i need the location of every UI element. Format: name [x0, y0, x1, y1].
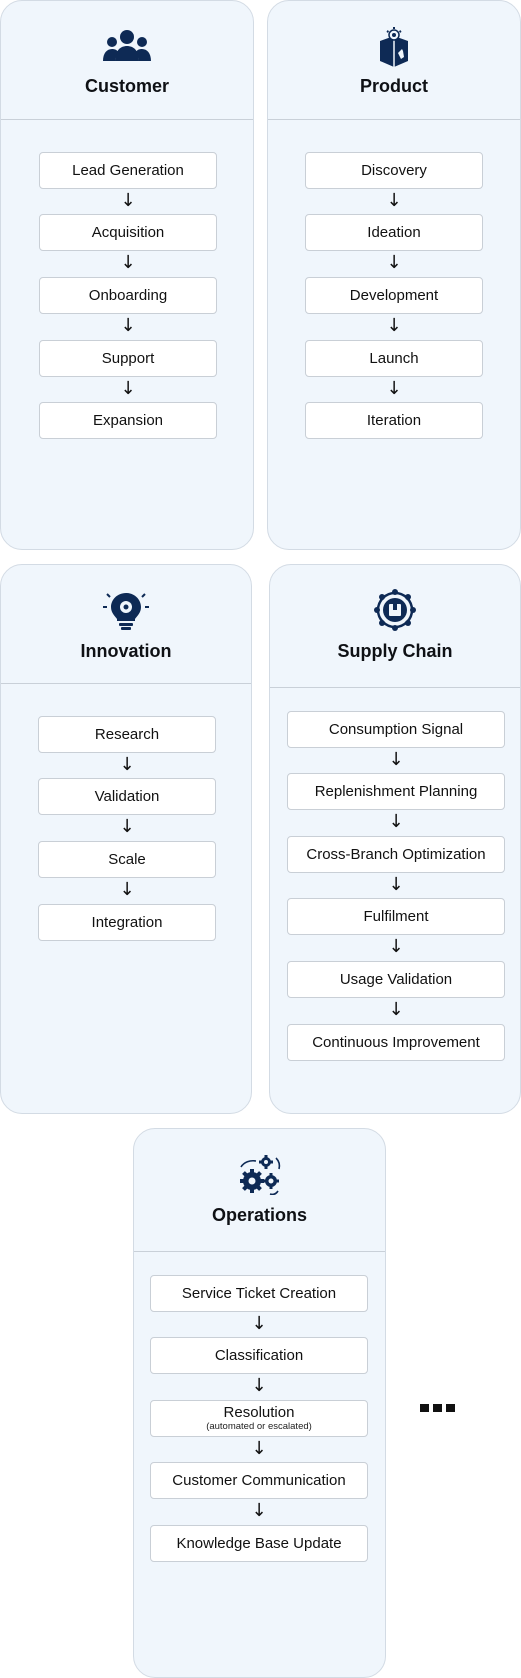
- step-sublabel: (automated or escalated): [206, 1421, 312, 1432]
- people-group-icon: [103, 30, 151, 61]
- product-box-gear-icon: [380, 27, 408, 67]
- arrow-down-icon: ↓: [119, 816, 135, 837]
- gears-cycle-icon: [239, 1155, 280, 1195]
- step-replenishment-planning: Replenishment Planning: [287, 773, 505, 810]
- step-validation: Validation: [38, 778, 216, 815]
- card-title: Operations: [211, 1205, 308, 1225]
- step-discovery: Discovery: [305, 152, 483, 189]
- step-integration: Integration: [38, 904, 216, 941]
- step-classification: Classification: [150, 1337, 368, 1374]
- dot: [433, 1404, 442, 1412]
- arrow-down-icon: ↓: [119, 879, 135, 900]
- divider: [1, 119, 253, 120]
- arrow-down-icon: ↓: [120, 378, 136, 399]
- step-cross-branch-optimization: Cross-Branch Optimization: [287, 836, 505, 873]
- step-resolution: Resolution (automated or escalated): [150, 1400, 368, 1437]
- card-innovation: Innovation Research ↓ Validation ↓ Scale…: [0, 564, 252, 1114]
- step-expansion: Expansion: [39, 402, 217, 439]
- step-ideation: Ideation: [305, 214, 483, 251]
- divider: [1, 683, 251, 684]
- step-continuous-improvement: Continuous Improvement: [287, 1024, 505, 1061]
- step-research: Research: [38, 716, 216, 753]
- step-launch: Launch: [305, 340, 483, 377]
- arrow-down-icon: ↓: [119, 754, 135, 775]
- arrow-down-icon: ↓: [386, 315, 402, 336]
- arrow-down-icon: ↓: [120, 190, 136, 211]
- lightbulb-gear-icon: [103, 593, 149, 630]
- step-consumption-signal: Consumption Signal: [287, 711, 505, 748]
- step-support: Support: [39, 340, 217, 377]
- step-usage-validation: Usage Validation: [287, 961, 505, 998]
- step-development: Development: [305, 277, 483, 314]
- card-title: Customer: [84, 76, 169, 96]
- arrow-down-icon: ↓: [251, 1500, 267, 1521]
- arrow-down-icon: ↓: [388, 999, 404, 1020]
- arrow-down-icon: ↓: [251, 1313, 267, 1334]
- card-supply-chain: Supply Chain Consumption Signal ↓ Replen…: [269, 564, 521, 1114]
- supply-network-icon: [374, 589, 416, 631]
- more-dots-icon: [420, 1404, 455, 1412]
- arrow-down-icon: ↓: [120, 315, 136, 336]
- dot: [420, 1404, 429, 1412]
- card-title: Supply Chain: [337, 641, 453, 661]
- arrow-down-icon: ↓: [386, 190, 402, 211]
- dot: [446, 1404, 455, 1412]
- card-title: Product: [359, 76, 428, 96]
- arrow-down-icon: ↓: [120, 252, 136, 273]
- step-customer-communication: Customer Communication: [150, 1462, 368, 1499]
- arrow-down-icon: ↓: [386, 378, 402, 399]
- step-fulfilment: Fulfilment: [287, 898, 505, 935]
- divider: [270, 687, 520, 688]
- step-lead-generation: Lead Generation: [39, 152, 217, 189]
- card-product: Product Discovery ↓ Ideation ↓ Developme…: [267, 0, 521, 550]
- arrow-down-icon: ↓: [388, 874, 404, 895]
- divider: [268, 119, 520, 120]
- card-title: Innovation: [80, 641, 172, 661]
- divider: [134, 1251, 385, 1252]
- step-acquisition: Acquisition: [39, 214, 217, 251]
- step-knowledge-base-update: Knowledge Base Update: [150, 1525, 368, 1562]
- step-service-ticket-creation: Service Ticket Creation: [150, 1275, 368, 1312]
- card-operations: Operations Service Ticket Creation ↓ Cla…: [133, 1128, 386, 1678]
- card-customer: Customer Lead Generation ↓ Acquisition ↓…: [0, 0, 254, 550]
- arrow-down-icon: ↓: [386, 252, 402, 273]
- step-scale: Scale: [38, 841, 216, 878]
- arrow-down-icon: ↓: [388, 936, 404, 957]
- arrow-down-icon: ↓: [251, 1438, 267, 1459]
- arrow-down-icon: ↓: [388, 811, 404, 832]
- arrow-down-icon: ↓: [251, 1375, 267, 1396]
- step-iteration: Iteration: [305, 402, 483, 439]
- arrow-down-icon: ↓: [388, 749, 404, 770]
- step-onboarding: Onboarding: [39, 277, 217, 314]
